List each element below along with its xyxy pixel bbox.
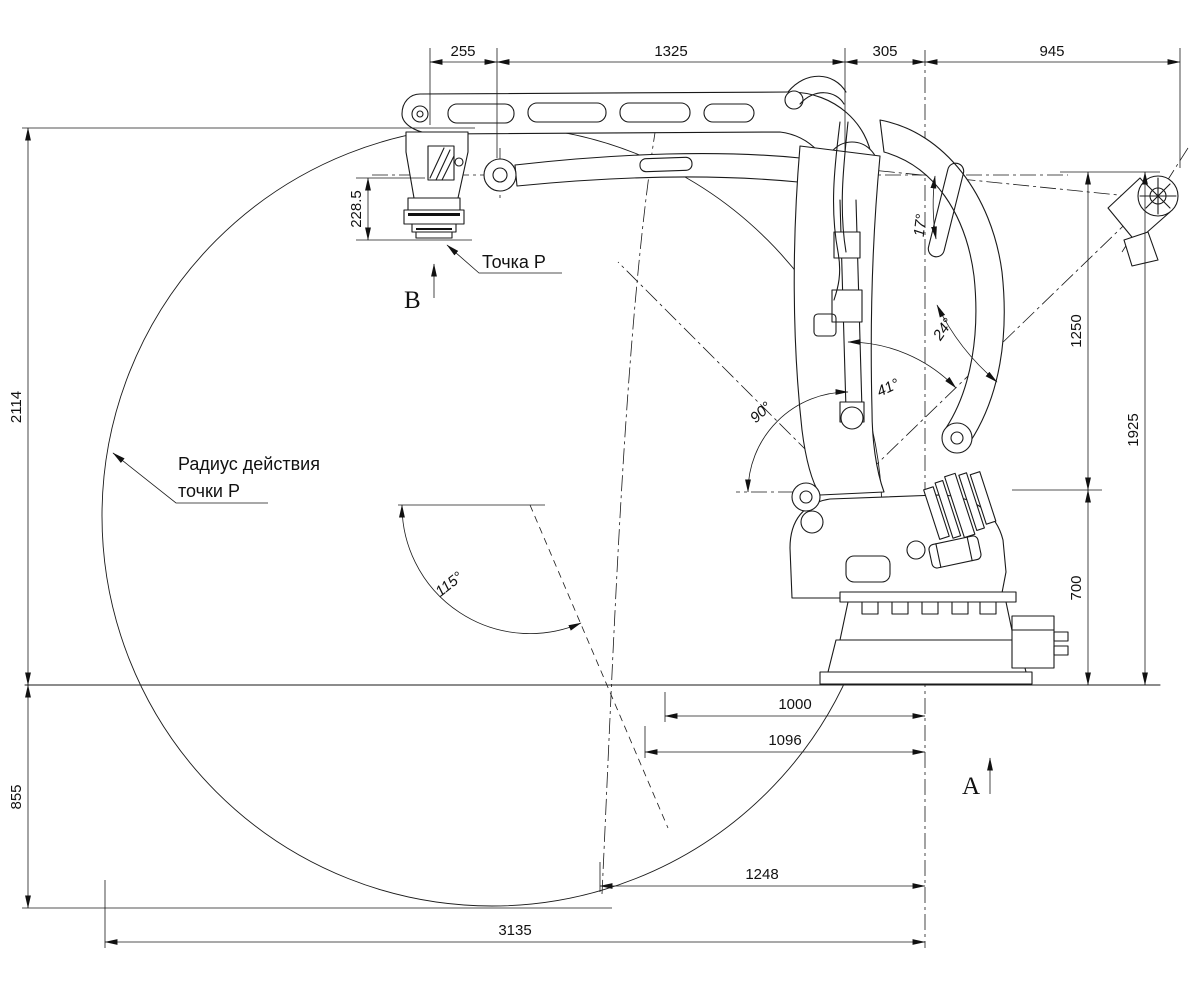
dim-left-855: 855 <box>8 784 25 809</box>
balancer-joint <box>941 422 973 454</box>
robot <box>401 75 1179 685</box>
robot-forearm <box>483 153 827 192</box>
robot-balancer <box>879 119 1005 454</box>
cable-ring <box>784 90 804 110</box>
dim-bottom-1096: 1096 <box>768 732 801 749</box>
angle-41-label: 41° <box>874 375 902 400</box>
dim-top-1325: 1325 <box>654 43 687 60</box>
dim-bottom-1248: 1248 <box>745 866 778 883</box>
line-shoulder-to-wrist <box>847 201 1149 493</box>
robot-base <box>819 591 1069 685</box>
shoulder-joint <box>791 482 821 512</box>
forearm-joint <box>483 158 517 192</box>
radius-caption-line2: точки P <box>178 481 240 501</box>
dim-top-305: 305 <box>872 43 897 60</box>
line-elbow-to-wrist <box>851 167 1149 199</box>
point-p-flange <box>415 231 453 239</box>
dim-bottom-1000: 1000 <box>778 696 811 713</box>
base-plate <box>819 671 1033 685</box>
angle-17-label: 17° <box>911 213 931 238</box>
working-envelope <box>101 125 883 907</box>
dim-top-945: 945 <box>1039 43 1064 60</box>
dimension-chain-left: 2114 855 <box>8 127 612 909</box>
dim-offset-228-5: 228.5 <box>348 190 365 228</box>
angle-24-label: 24° <box>929 315 957 344</box>
dimension-point-p-offset: 228.5 <box>348 177 472 241</box>
point-p-leader <box>446 244 562 274</box>
dim-bottom-3135: 3135 <box>498 922 531 939</box>
tool-cylinder <box>928 535 982 569</box>
dim-top-255: 255 <box>450 43 475 60</box>
view-a-label: A <box>962 773 980 800</box>
angle-90-label: 90° <box>747 399 775 427</box>
sector-arc <box>399 504 582 634</box>
dim-left-2114: 2114 <box>8 391 25 423</box>
dimension-chain-right: 1250 1925 700 <box>1012 171 1160 686</box>
view-b-label: B <box>404 287 421 314</box>
radius-caption-line1: Радиус действия <box>178 454 320 474</box>
boom-end-hole <box>411 105 429 123</box>
angle-115-label: 115° <box>432 569 466 601</box>
dimension-chain-bottom: 1000 1096 1248 3135 <box>104 692 926 948</box>
point-p-head <box>403 131 469 239</box>
radius-leader <box>112 452 268 504</box>
dimension-chain-top: 255 1325 305 945 <box>429 43 1181 168</box>
swivel-sector: 115° <box>398 504 669 829</box>
robot-swing-base <box>789 471 1007 599</box>
dim-right-700: 700 <box>1068 575 1085 600</box>
point-p-radius-circle <box>101 125 883 907</box>
inner-envelope-arc <box>601 125 657 895</box>
point-p-label: Точка P <box>482 252 546 272</box>
tool-flange-stack <box>923 471 997 540</box>
sector-slant-line <box>529 504 669 829</box>
dim-right-1925: 1925 <box>1125 413 1142 446</box>
dim-right-1250: 1250 <box>1068 314 1085 347</box>
robot-wrist-unit <box>1107 175 1179 267</box>
base-motor <box>1011 615 1055 669</box>
annotations: Точка P Радиус действия точки P B A <box>112 244 993 800</box>
